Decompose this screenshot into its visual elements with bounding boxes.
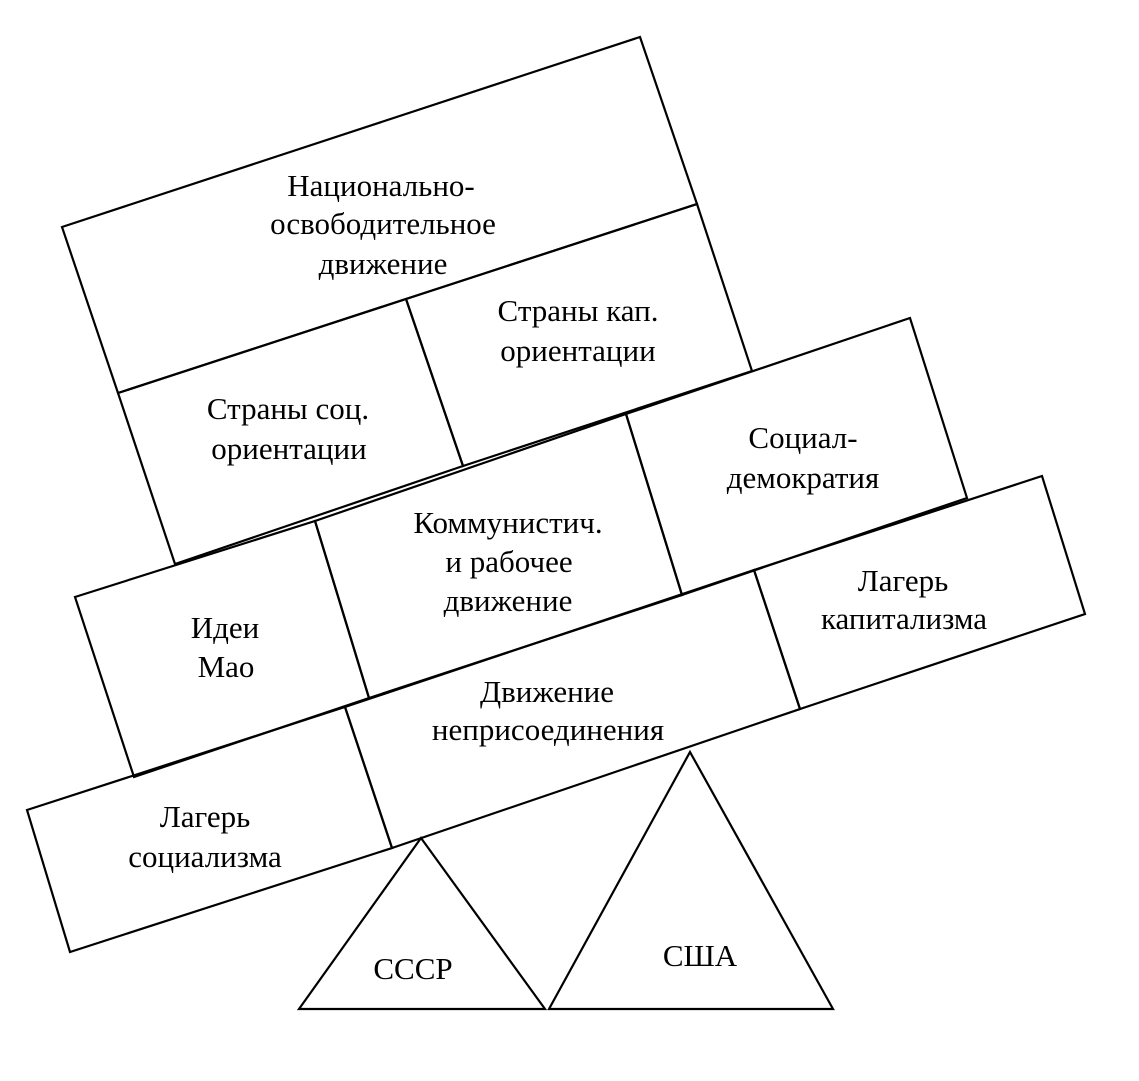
label-communist-movement-3: движение [444,583,573,618]
label-soc-orientation-2: ориентации [211,431,366,466]
block-non-aligned-movement [343,568,802,850]
block-social-democracy [624,316,969,597]
label-socialism-camp-1: Лагерь [160,799,251,834]
label-communist-movement-2: и рабочее [445,544,572,579]
support-usa-triangle [547,749,835,1011]
label-ussr: СССР [373,951,452,986]
label-usa: США [663,938,738,973]
label-cap-orientation-1: Страны кап. [498,293,659,328]
label-social-democracy-1: Социал- [748,420,857,455]
label-mao-ideas-1: Идеи [191,610,260,645]
label-communist-movement-1: Коммунистич. [413,505,602,540]
label-national-liberation-1: Национально- [287,168,474,203]
block-socialism-camp [25,705,394,954]
label-socialism-camp-2: социализма [128,839,282,874]
label-soc-orientation-1: Страны соц. [207,391,369,426]
label-capitalism-camp-2: капитализма [821,601,987,636]
label-capitalism-camp-1: Лагерь [858,563,949,598]
label-social-democracy-2: демократия [727,460,880,495]
label-cap-orientation-2: ориентации [500,333,655,368]
label-non-aligned-1: Движение [480,674,614,709]
label-mao-ideas-2: Мао [198,649,255,684]
label-non-aligned-2: неприсоединения [432,712,664,747]
support-ussr-triangle [296,836,548,1011]
label-national-liberation-2: освободительное [270,206,496,241]
label-national-liberation-3: движение [319,246,448,281]
